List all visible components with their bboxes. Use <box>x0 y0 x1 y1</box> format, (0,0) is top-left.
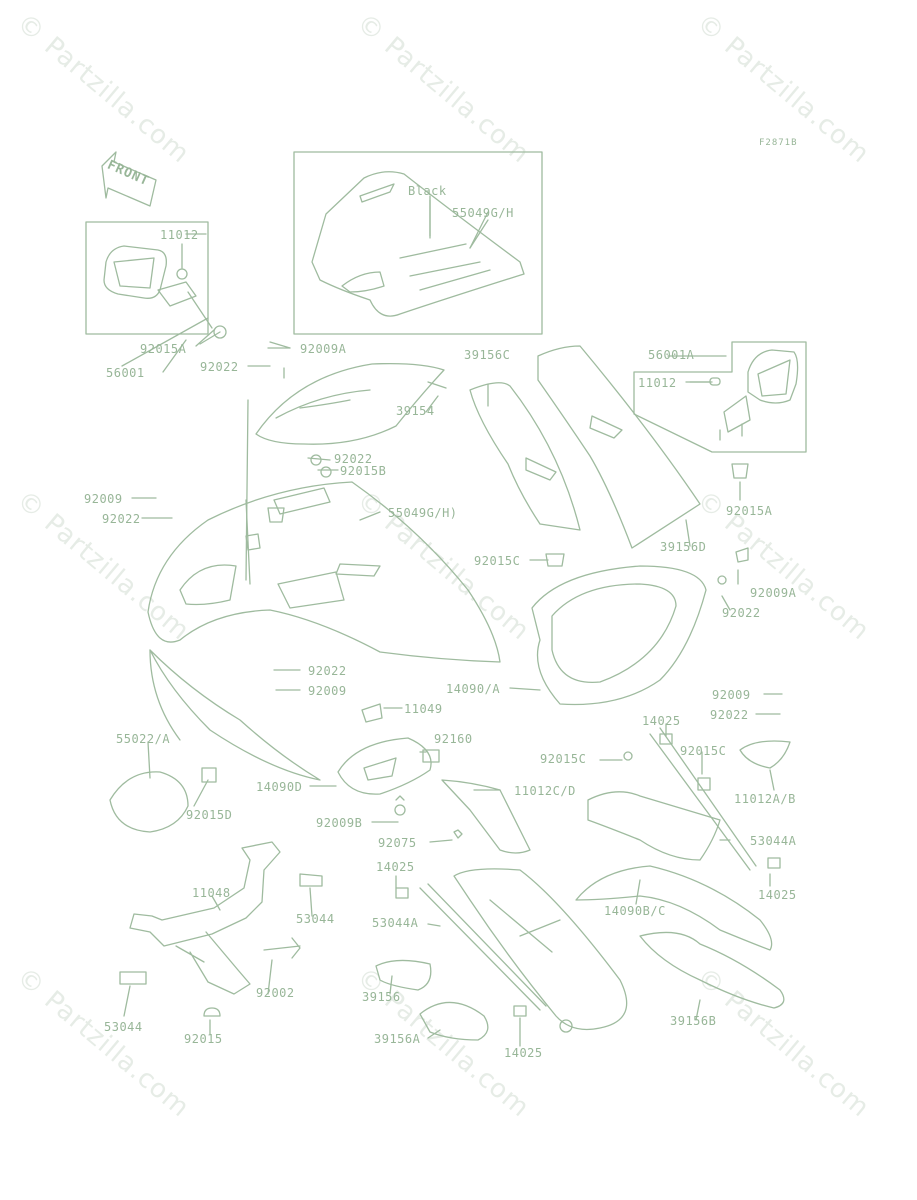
part-label: 53044A <box>372 916 419 930</box>
mirror-right-box <box>633 341 807 453</box>
part-label: 53044 <box>296 912 335 926</box>
part-label: 11049 <box>404 702 443 716</box>
part-label: 14025 <box>504 1046 543 1060</box>
part-label: 39154 <box>396 404 435 418</box>
part-39156D <box>537 345 701 549</box>
part-39156A <box>419 1001 489 1041</box>
part-label: 11012A/B <box>734 792 796 806</box>
part-label: 11012 <box>160 228 199 242</box>
part-39156C <box>469 382 581 531</box>
part-label: 14025 <box>642 714 681 728</box>
mirror-left <box>103 245 167 299</box>
part-11012AB <box>739 740 791 769</box>
part-14090D <box>337 737 432 795</box>
part-label: 92015A <box>726 504 773 518</box>
part-label: 53044A <box>750 834 797 848</box>
part-label: 14090B/C <box>604 904 666 918</box>
part-label: Black <box>408 184 447 198</box>
part-label: 92015A <box>140 342 187 356</box>
part-39156 <box>375 959 432 991</box>
part-label: 92015C <box>680 744 727 758</box>
part-55022A <box>109 771 189 833</box>
part-label: 11012 <box>638 376 677 390</box>
part-39156B <box>639 931 785 1009</box>
mirror-left-box <box>85 221 209 335</box>
part-label: 92022 <box>308 664 347 678</box>
part-14090BC <box>575 865 773 951</box>
part-label: 92009 <box>712 688 751 702</box>
part-label: 92022 <box>334 452 373 466</box>
part-label: 14090D <box>256 780 303 794</box>
part-label: 92075 <box>378 836 417 850</box>
mirror-right <box>747 349 799 404</box>
part-label: 55022/A <box>116 732 171 746</box>
part-label: 92022 <box>200 360 239 374</box>
part-label: 39156D <box>660 540 707 554</box>
main-cowl <box>147 481 501 663</box>
part-label: 14025 <box>376 860 415 874</box>
part-label: 14090/A <box>446 682 501 696</box>
part-label: 92022 <box>102 512 141 526</box>
part-label: 14025 <box>758 888 797 902</box>
part-label: 92015 <box>184 1032 223 1046</box>
part-label: 92022 <box>722 606 761 620</box>
part-11012CD <box>441 779 531 854</box>
windshield-box <box>293 151 543 335</box>
part-label: 39156B <box>670 1014 717 1028</box>
part-label: 56001 <box>106 366 145 380</box>
part-label: 92015D <box>186 808 233 822</box>
part-label: 92009A <box>300 342 347 356</box>
part-label: 53044 <box>104 1020 143 1034</box>
part-label: 39156 <box>362 990 401 1004</box>
part-14090A <box>531 565 707 706</box>
part-label: 39156C <box>464 348 511 362</box>
figure-code: F2871B <box>759 138 798 148</box>
lower-fairing-right <box>587 791 721 861</box>
part-label: 92009B <box>316 816 363 830</box>
part-label: 11048 <box>192 886 231 900</box>
part-label: 92015C <box>540 752 587 766</box>
part-label: 92015B <box>340 464 387 478</box>
part-label: 92002 <box>256 986 295 1000</box>
part-label: 92009A <box>750 586 797 600</box>
windshield <box>311 171 525 317</box>
part-label: 56001A <box>648 348 695 362</box>
part-label: 92009 <box>308 684 347 698</box>
part-label: 92160 <box>434 732 473 746</box>
part-label: 92022 <box>710 708 749 722</box>
lower-fairing-left <box>453 868 628 1031</box>
part-label: 55049G/H <box>452 206 514 220</box>
part-label: 39156A <box>374 1032 421 1046</box>
front-arrow-icon <box>101 151 157 207</box>
part-11048 <box>129 841 281 947</box>
part-label: 55049G/H) <box>388 506 458 520</box>
part-label: 11012C/D <box>514 784 576 798</box>
part-39154 <box>255 362 445 445</box>
part-label: 92009 <box>84 492 123 506</box>
part-label: 92015C <box>474 554 521 568</box>
